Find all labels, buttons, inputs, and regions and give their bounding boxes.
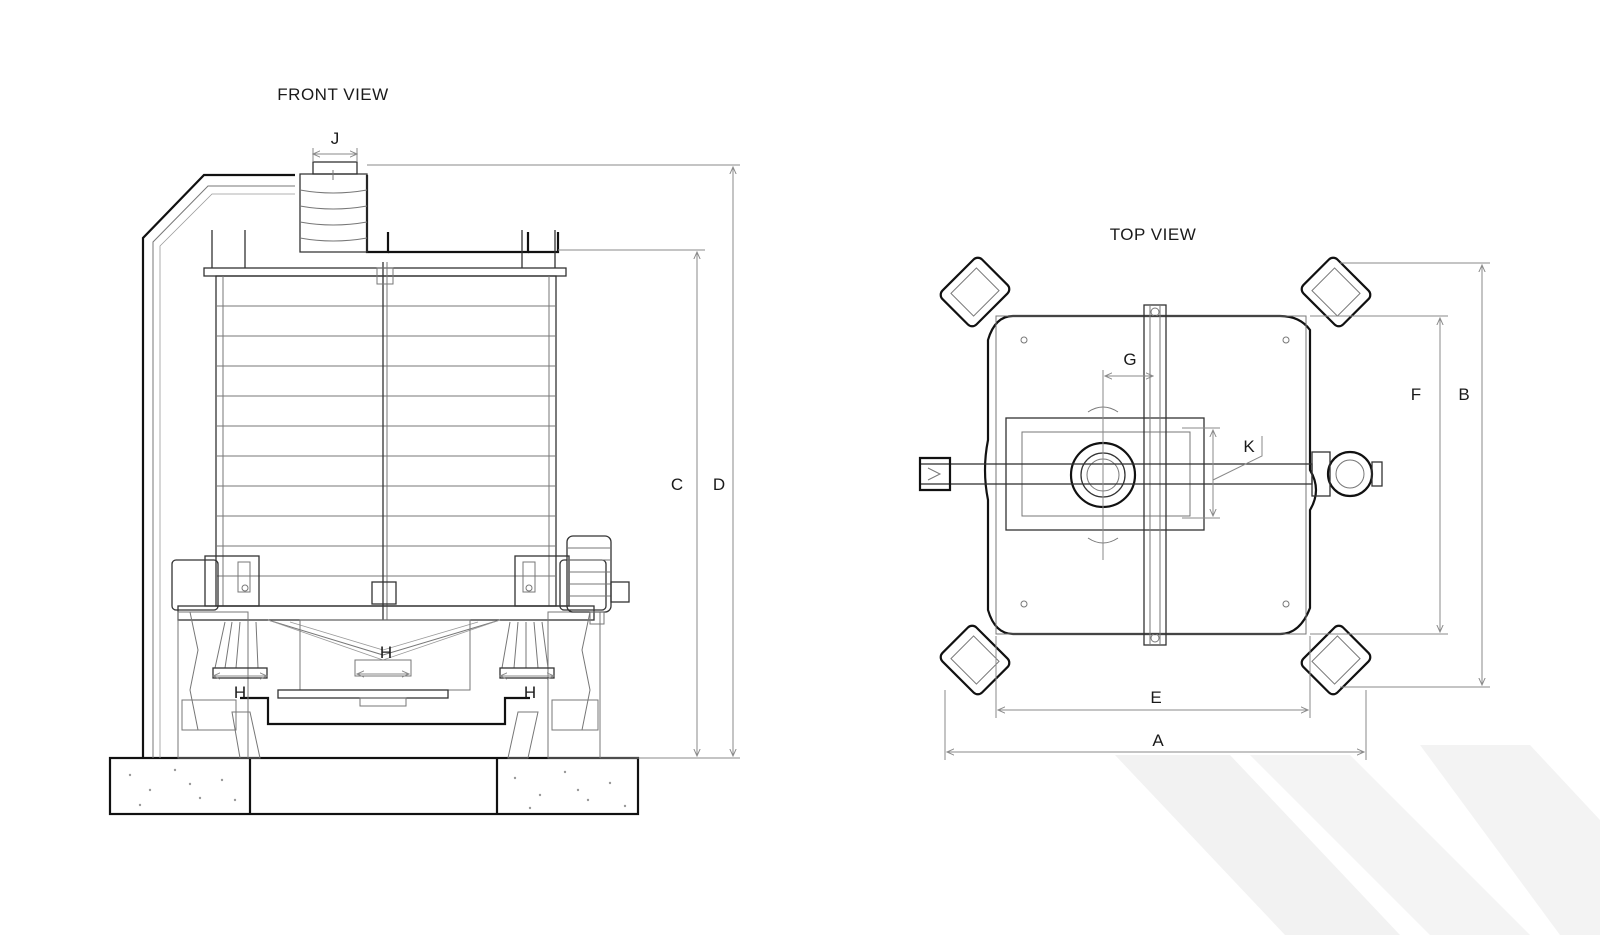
sieve-stack (203, 230, 567, 620)
dim-label-e: E (1150, 688, 1161, 707)
front-view-title: FRONT VIEW (277, 85, 388, 104)
dim-label-f: F (1411, 385, 1421, 404)
dim-label-h-right: H (524, 683, 536, 702)
left-suspension (171, 555, 268, 759)
background-watermark (1115, 745, 1600, 935)
drive-motor (566, 535, 630, 625)
dim-label-c: C (671, 475, 683, 494)
front-view: FRONT VIEW (108, 85, 740, 816)
top-dimension-lines (944, 262, 1490, 760)
dim-label-a: A (1152, 731, 1164, 750)
dim-label-d: D (713, 475, 725, 494)
right-suspension (499, 555, 607, 759)
top-view-title: TOP VIEW (1110, 225, 1197, 244)
concrete-foundation (108, 756, 640, 816)
dim-label-k: K (1243, 437, 1255, 456)
top-hopper (1005, 406, 1205, 544)
top-horizontal-arm (918, 450, 1383, 498)
dim-label-b: B (1458, 385, 1469, 404)
dim-label-h-left: H (234, 683, 246, 702)
top-cross-beam (1143, 304, 1167, 646)
base-frame (177, 605, 595, 726)
enclosure-frame (141, 173, 560, 758)
top-corner-units (939, 256, 1372, 696)
top-view: TOP VIEW (918, 225, 1490, 760)
dim-label-j: J (331, 129, 340, 148)
dim-label-h-center: H (380, 643, 392, 662)
inlet-spout (299, 161, 368, 253)
top-body (983, 314, 1318, 636)
dimension-lines (213, 148, 740, 759)
dim-label-g: G (1123, 350, 1136, 369)
